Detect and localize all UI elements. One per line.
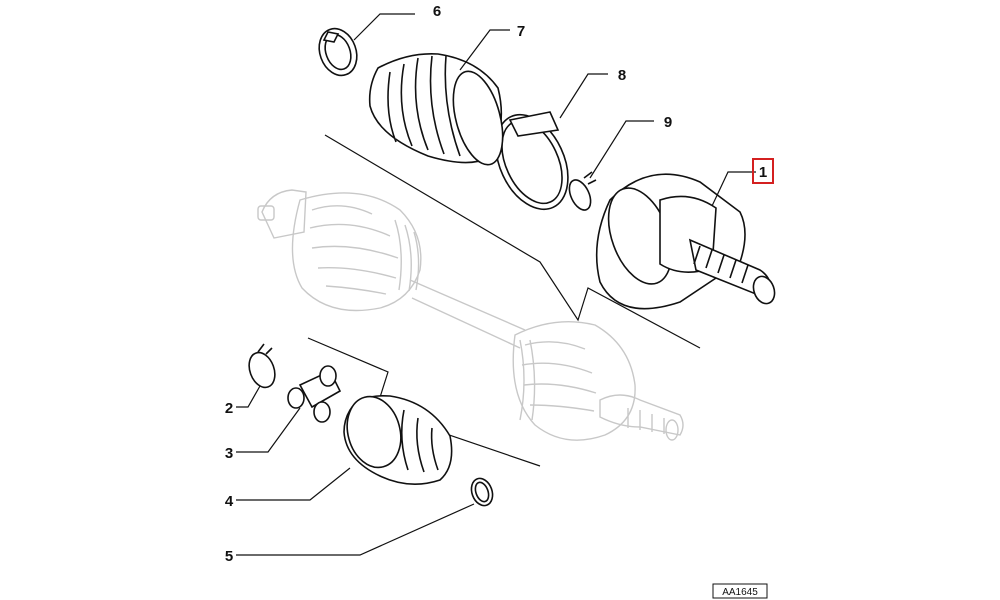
inner-boot[interactable] bbox=[340, 390, 453, 485]
callout-5[interactable]: 5 bbox=[225, 548, 233, 565]
ghost-driveshaft-assembly bbox=[257, 189, 684, 441]
callout-8[interactable]: 8 bbox=[618, 67, 626, 84]
circlip[interactable] bbox=[245, 343, 280, 391]
callout-6[interactable]: 6 bbox=[433, 3, 441, 20]
callout-1-highlight-box bbox=[752, 158, 774, 184]
outer-cv-joint[interactable] bbox=[595, 173, 779, 310]
reference-code-tag: AA1645 bbox=[712, 583, 768, 599]
callout-7[interactable]: 7 bbox=[517, 23, 525, 40]
callout-4[interactable]: 4 bbox=[225, 493, 234, 510]
small-boot-clamp[interactable] bbox=[313, 23, 363, 80]
callout-9[interactable]: 9 bbox=[664, 114, 672, 131]
tripod-joint[interactable] bbox=[287, 365, 342, 423]
leader-lines bbox=[236, 13, 756, 556]
outer-boot[interactable] bbox=[368, 52, 512, 170]
callout-1[interactable]: 1 bbox=[759, 164, 767, 181]
snap-ring[interactable] bbox=[565, 171, 597, 213]
callout-labels: 1 2 3 4 5 6 7 8 9 bbox=[225, 3, 774, 565]
reference-code: AA1645 bbox=[722, 587, 758, 598]
callout-3[interactable]: 3 bbox=[225, 445, 233, 462]
exploded-view-guide-lines bbox=[307, 134, 701, 467]
large-boot-clamp[interactable] bbox=[482, 103, 582, 221]
callout-2[interactable]: 2 bbox=[225, 400, 233, 417]
small-clamp[interactable] bbox=[468, 475, 496, 508]
